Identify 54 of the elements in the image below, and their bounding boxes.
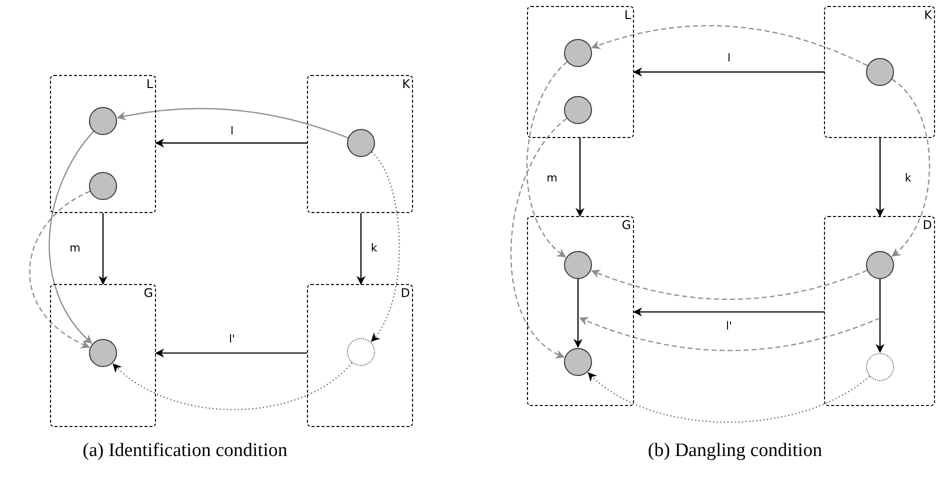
- graph-label: G: [144, 286, 153, 300]
- graph-label: D: [400, 286, 410, 300]
- node-circle: [89, 107, 117, 135]
- graph-box: [824, 6, 935, 138]
- node-circle: [564, 251, 592, 279]
- arrow: [29, 190, 90, 348]
- arrow: [591, 269, 868, 300]
- arrow: [116, 108, 348, 138]
- dotted-circle: [866, 353, 894, 381]
- graph-label: K: [924, 8, 932, 22]
- graph-label: G: [622, 218, 631, 232]
- dotted-circle: [347, 338, 375, 366]
- arrow: [112, 362, 352, 410]
- node-circle: [866, 251, 894, 279]
- graph-box: [50, 75, 156, 213]
- graph-label: L: [146, 77, 153, 91]
- arrow: [633, 307, 824, 316]
- arrow: [575, 138, 584, 217]
- arrow: [526, 61, 568, 258]
- graph-box: [824, 216, 935, 406]
- caption: (a) Identification condition: [82, 440, 288, 462]
- arrow: [876, 279, 884, 353]
- arrow: [155, 138, 307, 148]
- arrow: [591, 25, 868, 66]
- node-circle: [89, 339, 117, 367]
- arrow: [510, 118, 568, 358]
- graph-box: [307, 284, 413, 427]
- graph-label: L: [624, 8, 631, 22]
- arrow: [588, 372, 870, 423]
- graph-box: [527, 6, 634, 138]
- arrow: [891, 78, 930, 257]
- edge-label: k: [902, 172, 914, 184]
- edge-label: k: [368, 242, 380, 254]
- node-circle: [564, 348, 592, 376]
- caption: (b) Dangling condition: [648, 440, 822, 462]
- node-circle: [347, 129, 375, 157]
- arrow: [574, 279, 582, 348]
- graph-label: K: [402, 77, 410, 91]
- node-circle: [866, 58, 894, 86]
- arrow: [155, 348, 307, 358]
- arrow: [579, 316, 880, 352]
- graph-box: [307, 75, 413, 213]
- arrow: [356, 213, 366, 285]
- node-circle: [564, 96, 592, 124]
- arrow: [48, 130, 94, 344]
- arrow: [633, 68, 824, 76]
- graph-box: [50, 284, 156, 427]
- graph-label: D: [922, 218, 932, 232]
- arrow: [98, 213, 108, 285]
- arrow: [876, 138, 885, 217]
- graph-box: [527, 216, 634, 406]
- node-circle: [89, 172, 117, 200]
- arrow: [370, 152, 400, 342]
- node-circle: [564, 39, 592, 67]
